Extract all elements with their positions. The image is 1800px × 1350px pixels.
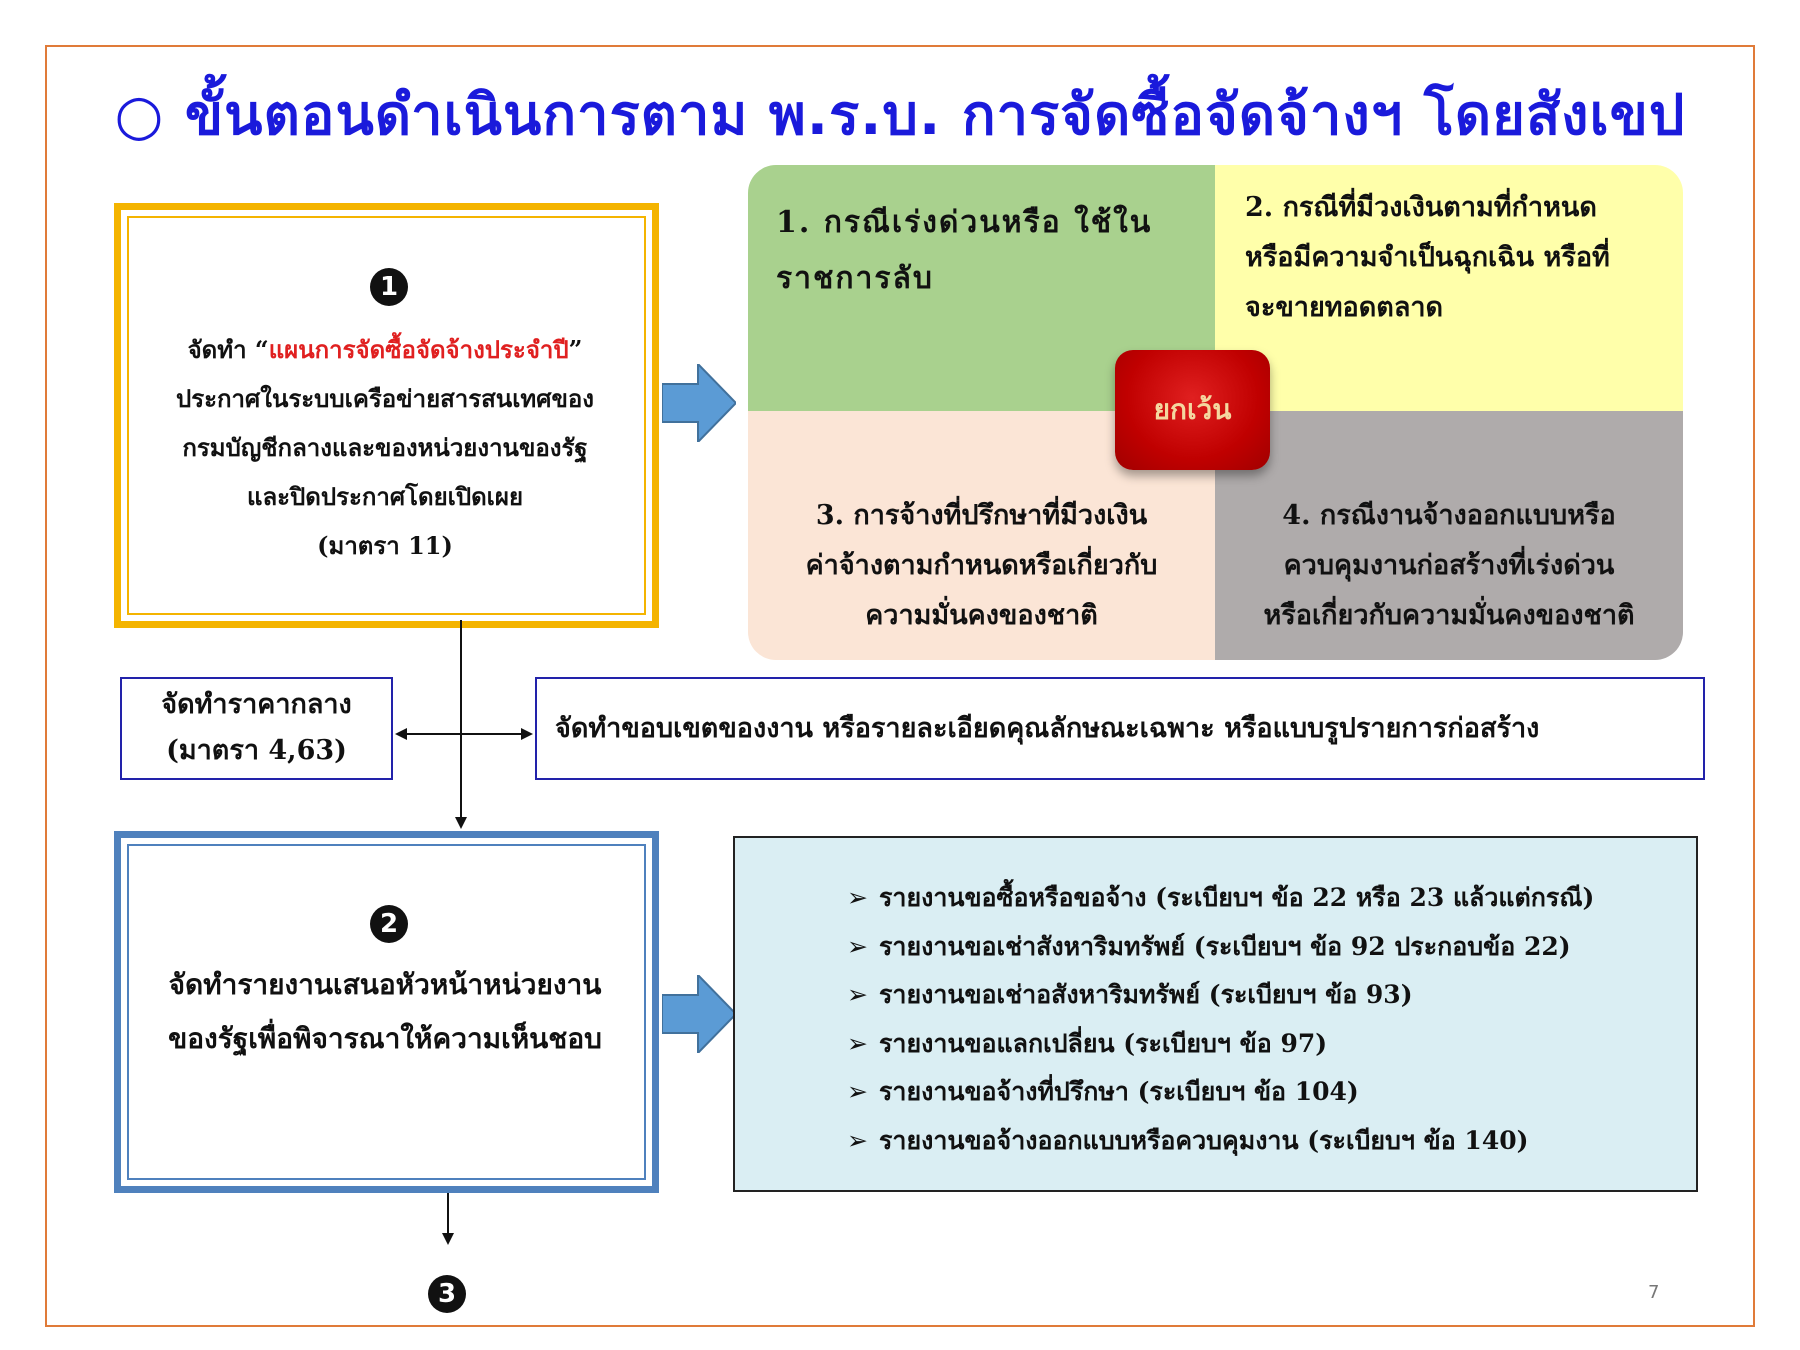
page-number: 7: [1648, 1282, 1660, 1303]
arrow-bullet-icon: ➢: [847, 980, 868, 1009]
step1-line-2: ประกาศในระบบเครือข่ายสารสนเทศของ: [175, 384, 594, 413]
list-item: ➢รายงานขอจ้างออกแบบหรือควบคุมงาน (ระเบีย…: [847, 1117, 1696, 1166]
step1-text: จัดทำ “แผนการจัดซื้อจัดจ้างประจำปี” ประก…: [130, 325, 640, 570]
slide-title: ○ ขั้นตอนดำเนินการตาม พ.ร.บ. การจัดซื้อจ…: [114, 83, 1686, 148]
step1-line-5: (มาตรา 11): [317, 531, 453, 560]
list-item: ➢รายงานขอแลกเปลี่ยน (ระเบียบฯ ข้อ 97): [847, 1020, 1696, 1069]
list-item: ➢รายงานขอจ้างที่ปรึกษา (ระเบียบฯ ข้อ 104…: [847, 1068, 1696, 1117]
arrow-bullet-icon: ➢: [847, 1077, 868, 1106]
step2-text: จัดทำรายงานเสนอหัวหน้าหน่วยงาน ของรัฐเพื…: [130, 958, 640, 1066]
list-item: ➢รายงานขอเช่าสังหาริมทรัพย์ (ระเบียบฯ ข้…: [847, 923, 1696, 972]
slide-frame: [45, 45, 1755, 1327]
exception-badge: ยกเว้น: [1115, 350, 1270, 470]
arrow-bullet-icon: ➢: [847, 1028, 868, 1058]
step1-line-3: กรมบัญชีกลางและของหน่วยงานของรัฐ: [182, 433, 588, 462]
annual-plan-highlight: แผนการจัดซื้อจัดจ้างประจำปี: [268, 335, 569, 364]
step2-number: 2: [370, 905, 408, 943]
arrow-bullet-icon: ➢: [847, 883, 868, 912]
arrow-bullet-icon: ➢: [847, 1125, 868, 1155]
step2-arrow-icon: [662, 975, 736, 1053]
report-list-box: ➢รายงานขอซื้อหรือขอจ้าง (ระเบียบฯ ข้อ 22…: [733, 836, 1698, 1192]
step1-line-4: และปิดประกาศโดยเปิดเผย: [246, 482, 524, 511]
step2-line-1: จัดทำรายงานเสนอหัวหน้าหน่วยงาน: [168, 968, 602, 1001]
step1-line-1: จัดทำ “แผนการจัดซื้อจัดจ้างประจำปี”: [187, 335, 583, 364]
arrow-bullet-icon: ➢: [847, 931, 868, 961]
exception-case-4: 4. กรณีงานจ้างออกแบบหรือ ควบคุมงานก่อสร้…: [1215, 411, 1683, 660]
scope-box: จัดทำขอบเขตของงาน หรือรายละเอียดคุณลักษณ…: [535, 677, 1705, 780]
step1-arrow-icon: [662, 364, 736, 442]
step3-number: 3: [428, 1275, 466, 1313]
list-item: ➢รายงานขอเช่าอสังหาริมทรัพย์ (ระเบียบฯ ข…: [847, 971, 1696, 1020]
report-list: ➢รายงานขอซื้อหรือขอจ้าง (ระเบียบฯ ข้อ 22…: [735, 838, 1696, 1165]
list-item: ➢รายงานขอซื้อหรือขอจ้าง (ระเบียบฯ ข้อ 22…: [847, 874, 1696, 923]
step2-line-2: ของรัฐเพื่อพิจารณาให้ความเห็นชอบ: [168, 1022, 602, 1055]
middle-price-box: จัดทำราคากลาง (มาตรา 4,63): [120, 677, 393, 780]
step1-number: 1: [370, 268, 408, 306]
exception-case-2: 2. กรณีที่มีวงเงินตามที่กำหนด หรือมีความ…: [1215, 165, 1683, 411]
step2-box: [114, 831, 659, 1193]
